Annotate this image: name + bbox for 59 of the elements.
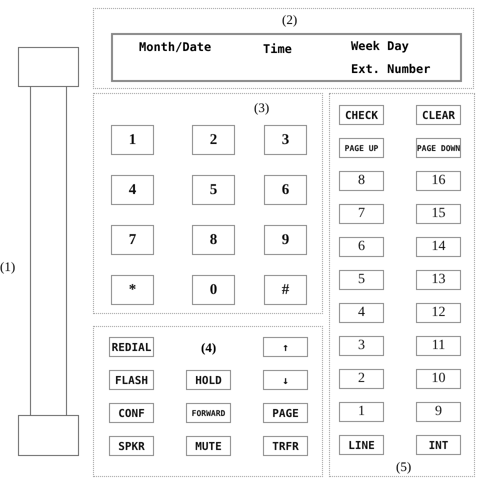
keypad-key: 11 [416, 336, 461, 356]
keypad-key: 2 [339, 369, 384, 389]
keypad-key: 4 [339, 303, 384, 323]
callout-number: (1) [0, 259, 16, 275]
display-label: Time [263, 42, 292, 56]
keypad-key: 5 [339, 270, 384, 290]
keypad-key: 8 [192, 225, 235, 255]
keypad-key: INT [416, 435, 461, 455]
keypad-key: 12 [416, 303, 461, 323]
keypad-key: 3 [339, 336, 384, 356]
keypad-key: 16 [416, 171, 461, 191]
keypad-key: # [264, 275, 307, 305]
keypad-key: REDIAL [109, 337, 154, 357]
keypad-key: 14 [416, 237, 461, 257]
keypad-key: SPKR [109, 436, 154, 456]
keypad-key: TRFR [263, 436, 308, 456]
keypad-key: 6 [264, 175, 307, 205]
keypad-key: CHECK [339, 105, 384, 125]
keypad-key: 9 [416, 402, 461, 422]
keypad-key: 8 [339, 171, 384, 191]
keypad-key: 3 [264, 125, 307, 155]
display-screen [111, 33, 462, 82]
keypad-key: 1 [111, 125, 154, 155]
key-panel [93, 326, 323, 477]
keypad-key: 4 [111, 175, 154, 205]
keypad-key: 6 [339, 237, 384, 257]
keypad-key: ↓ [263, 370, 308, 390]
keypad-key: PAGE DOWN [416, 138, 461, 158]
keypad-key: 10 [416, 369, 461, 389]
keypad-key: 0 [192, 275, 235, 305]
keypad-key: 9 [264, 225, 307, 255]
keypad-key: FORWARD [186, 403, 231, 423]
keypad-key: 7 [111, 225, 154, 255]
key-panel [93, 8, 474, 89]
display-label: Week Day [351, 39, 409, 53]
keypad-key: 15 [416, 204, 461, 224]
callout-number: (4) [201, 340, 216, 356]
keypad-key: PAGE [263, 403, 308, 423]
keypad-key: 1 [339, 402, 384, 422]
key-panel [329, 93, 475, 477]
callout-number: (2) [282, 12, 298, 28]
keypad-key: FLASH [109, 370, 154, 390]
keypad-key: 13 [416, 270, 461, 290]
callout-number: (3) [254, 100, 270, 116]
display-label: Ext. Number [351, 62, 430, 76]
key-panel [93, 93, 323, 314]
display-label: Month/Date [139, 40, 212, 54]
callout-number: (5) [396, 459, 412, 475]
keypad-key: * [111, 275, 154, 305]
keypad-key: ↑ [263, 337, 308, 357]
keypad-key: MUTE [186, 436, 231, 456]
keypad-key: HOLD [186, 370, 231, 390]
keypad-key: 5 [192, 175, 235, 205]
keypad-key: CLEAR [416, 105, 461, 125]
keypad-key: PAGE UP [339, 138, 384, 158]
keypad-key: CONF [109, 403, 154, 423]
keypad-key: 7 [339, 204, 384, 224]
keypad-key: 2 [192, 125, 235, 155]
keypad-key: LINE [339, 435, 384, 455]
